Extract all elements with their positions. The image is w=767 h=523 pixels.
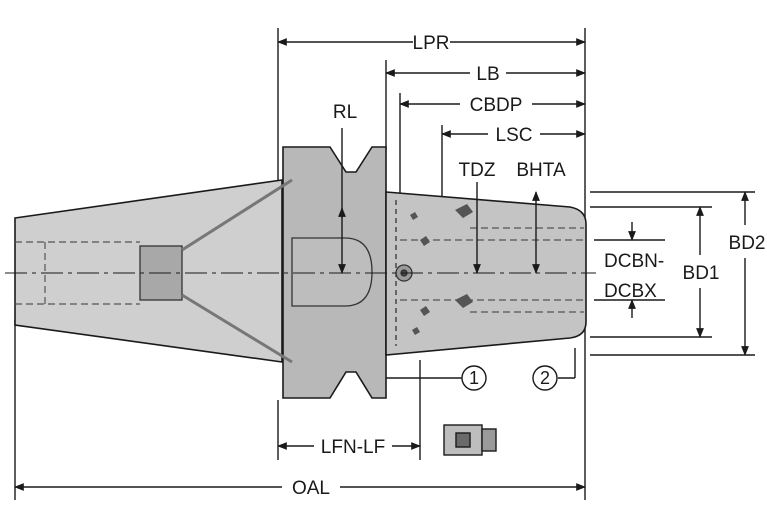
lsc-label: LSC [496, 125, 533, 146]
tdz-label: TDZ [459, 160, 496, 181]
internal-features [139, 178, 413, 364]
bd1-label: BD1 [683, 263, 720, 284]
cbdp-label: CBDP [470, 95, 523, 116]
rl-label: RL [333, 102, 357, 123]
oal-label: OAL [292, 478, 330, 499]
hidden-lines [15, 227, 584, 313]
lpr-label: LPR [413, 33, 450, 54]
dcbn-label: DCBN- [604, 251, 664, 272]
lfn-lf-label: LFN-LF [321, 437, 385, 458]
bhta-label: BHTA [516, 160, 566, 181]
bd2-label: BD2 [729, 233, 766, 254]
callout-2-number: 2 [540, 368, 550, 388]
set-screw-icon [443, 424, 497, 456]
callout-1: 1 [461, 365, 487, 391]
coolant-marks [410, 204, 473, 335]
callout-1-number: 1 [469, 368, 479, 388]
callout-2: 2 [532, 365, 558, 391]
dcbx-label: DCBX [604, 281, 657, 302]
lb-label: LB [476, 64, 499, 85]
dimension-lines [14, 38, 749, 491]
